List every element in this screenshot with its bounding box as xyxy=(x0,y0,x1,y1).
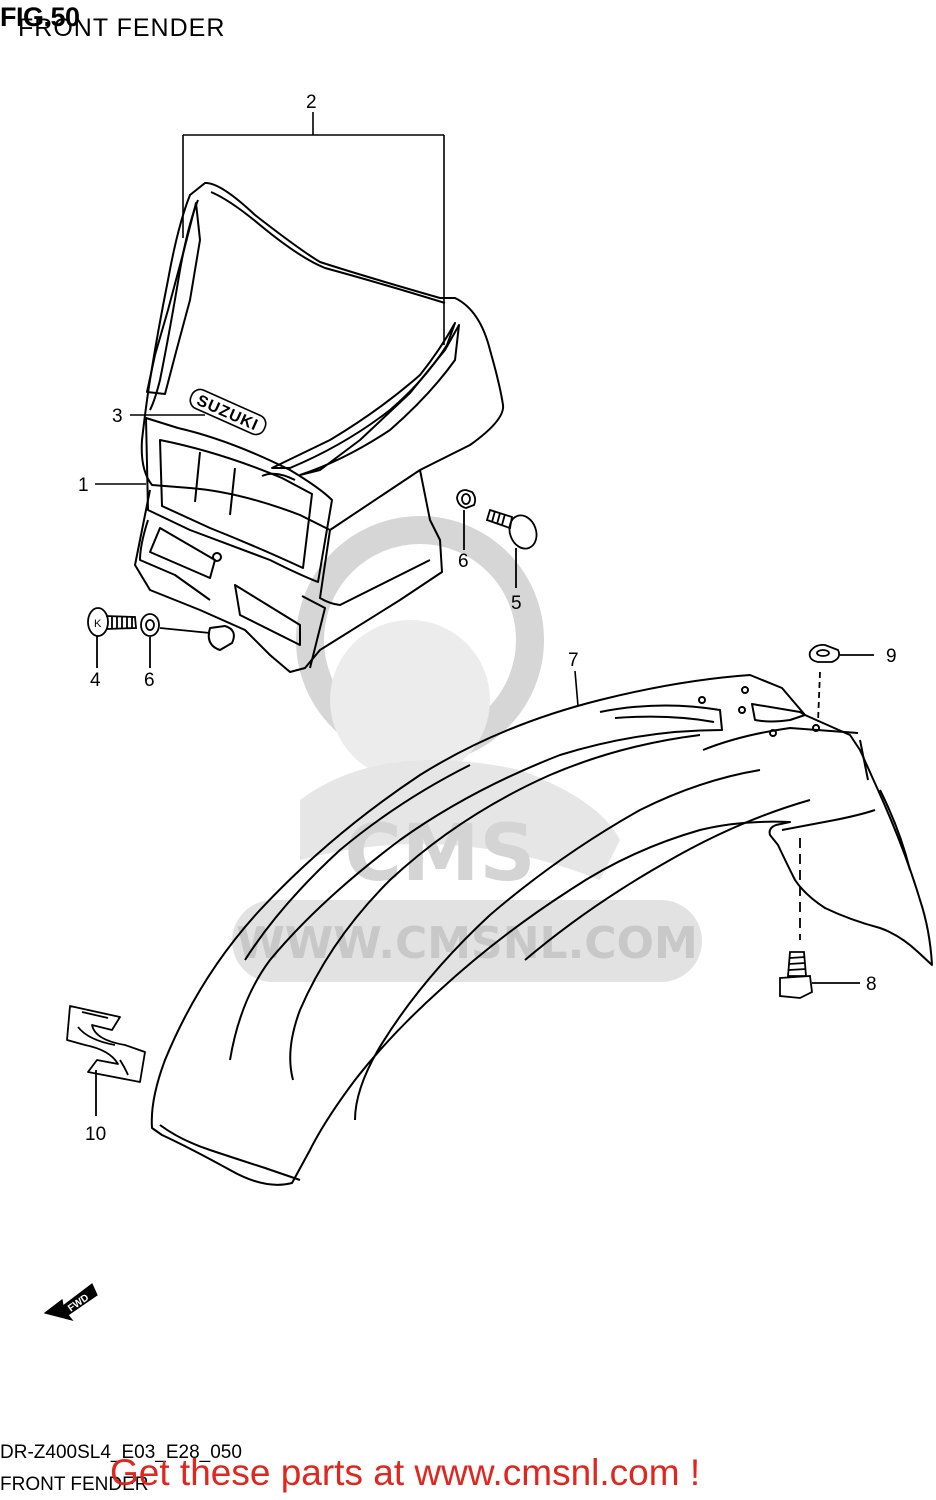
callout-4-label: 4 xyxy=(90,670,101,691)
callout-1-label: 1 xyxy=(78,475,89,496)
watermark-logo-text: CMS xyxy=(344,809,535,899)
fwd-arrow: FWD xyxy=(43,1283,98,1322)
emblem-part-10 xyxy=(66,1005,146,1116)
figure-number: FIG.50 xyxy=(0,2,80,32)
suzuki-decal-text: SUZUKI xyxy=(194,392,261,434)
bolt-part-8 xyxy=(779,838,860,999)
callout-3: 3 xyxy=(112,406,205,427)
shop-link[interactable]: Get these parts at www.cmsnl.com ! xyxy=(110,1452,701,1493)
svg-text:K: K xyxy=(94,618,102,630)
callout-2-label: 2 xyxy=(306,92,317,113)
callout-6a-label: 6 xyxy=(144,670,155,691)
nut-part-6-left xyxy=(140,613,211,668)
bolt-part-5 xyxy=(485,508,538,588)
washer-part-9 xyxy=(808,643,874,723)
callout-7: 7 xyxy=(568,650,579,707)
figure-subtitle: FRONT FENDER xyxy=(18,14,226,42)
callout-5-label: 5 xyxy=(511,593,522,614)
callout-8-label: 8 xyxy=(866,974,877,995)
callout-3-label: 3 xyxy=(112,406,123,427)
cmsnl-watermark: CMS WWW.CMSNL.COM xyxy=(232,516,702,982)
front-fender-part xyxy=(150,674,933,1186)
suzuki-decal: SUZUKI xyxy=(189,388,267,436)
diagram-code: DR-Z400SL4_E03_E28_050 xyxy=(0,1442,242,1463)
callout-6b-label: 6 xyxy=(458,551,469,572)
screw-part-4: K xyxy=(87,607,137,668)
callout-9-label: 9 xyxy=(886,646,897,667)
callout-2: 2 xyxy=(182,92,445,345)
callout-1: 1 xyxy=(78,475,146,496)
watermark-url-text: WWW.CMSNL.COM xyxy=(236,918,698,969)
nut-part-6-right xyxy=(456,489,477,550)
callout-10-label: 10 xyxy=(85,1124,106,1145)
callout-7-label: 7 xyxy=(568,650,579,671)
diagram-name: FRONT FENDER xyxy=(0,1474,149,1495)
